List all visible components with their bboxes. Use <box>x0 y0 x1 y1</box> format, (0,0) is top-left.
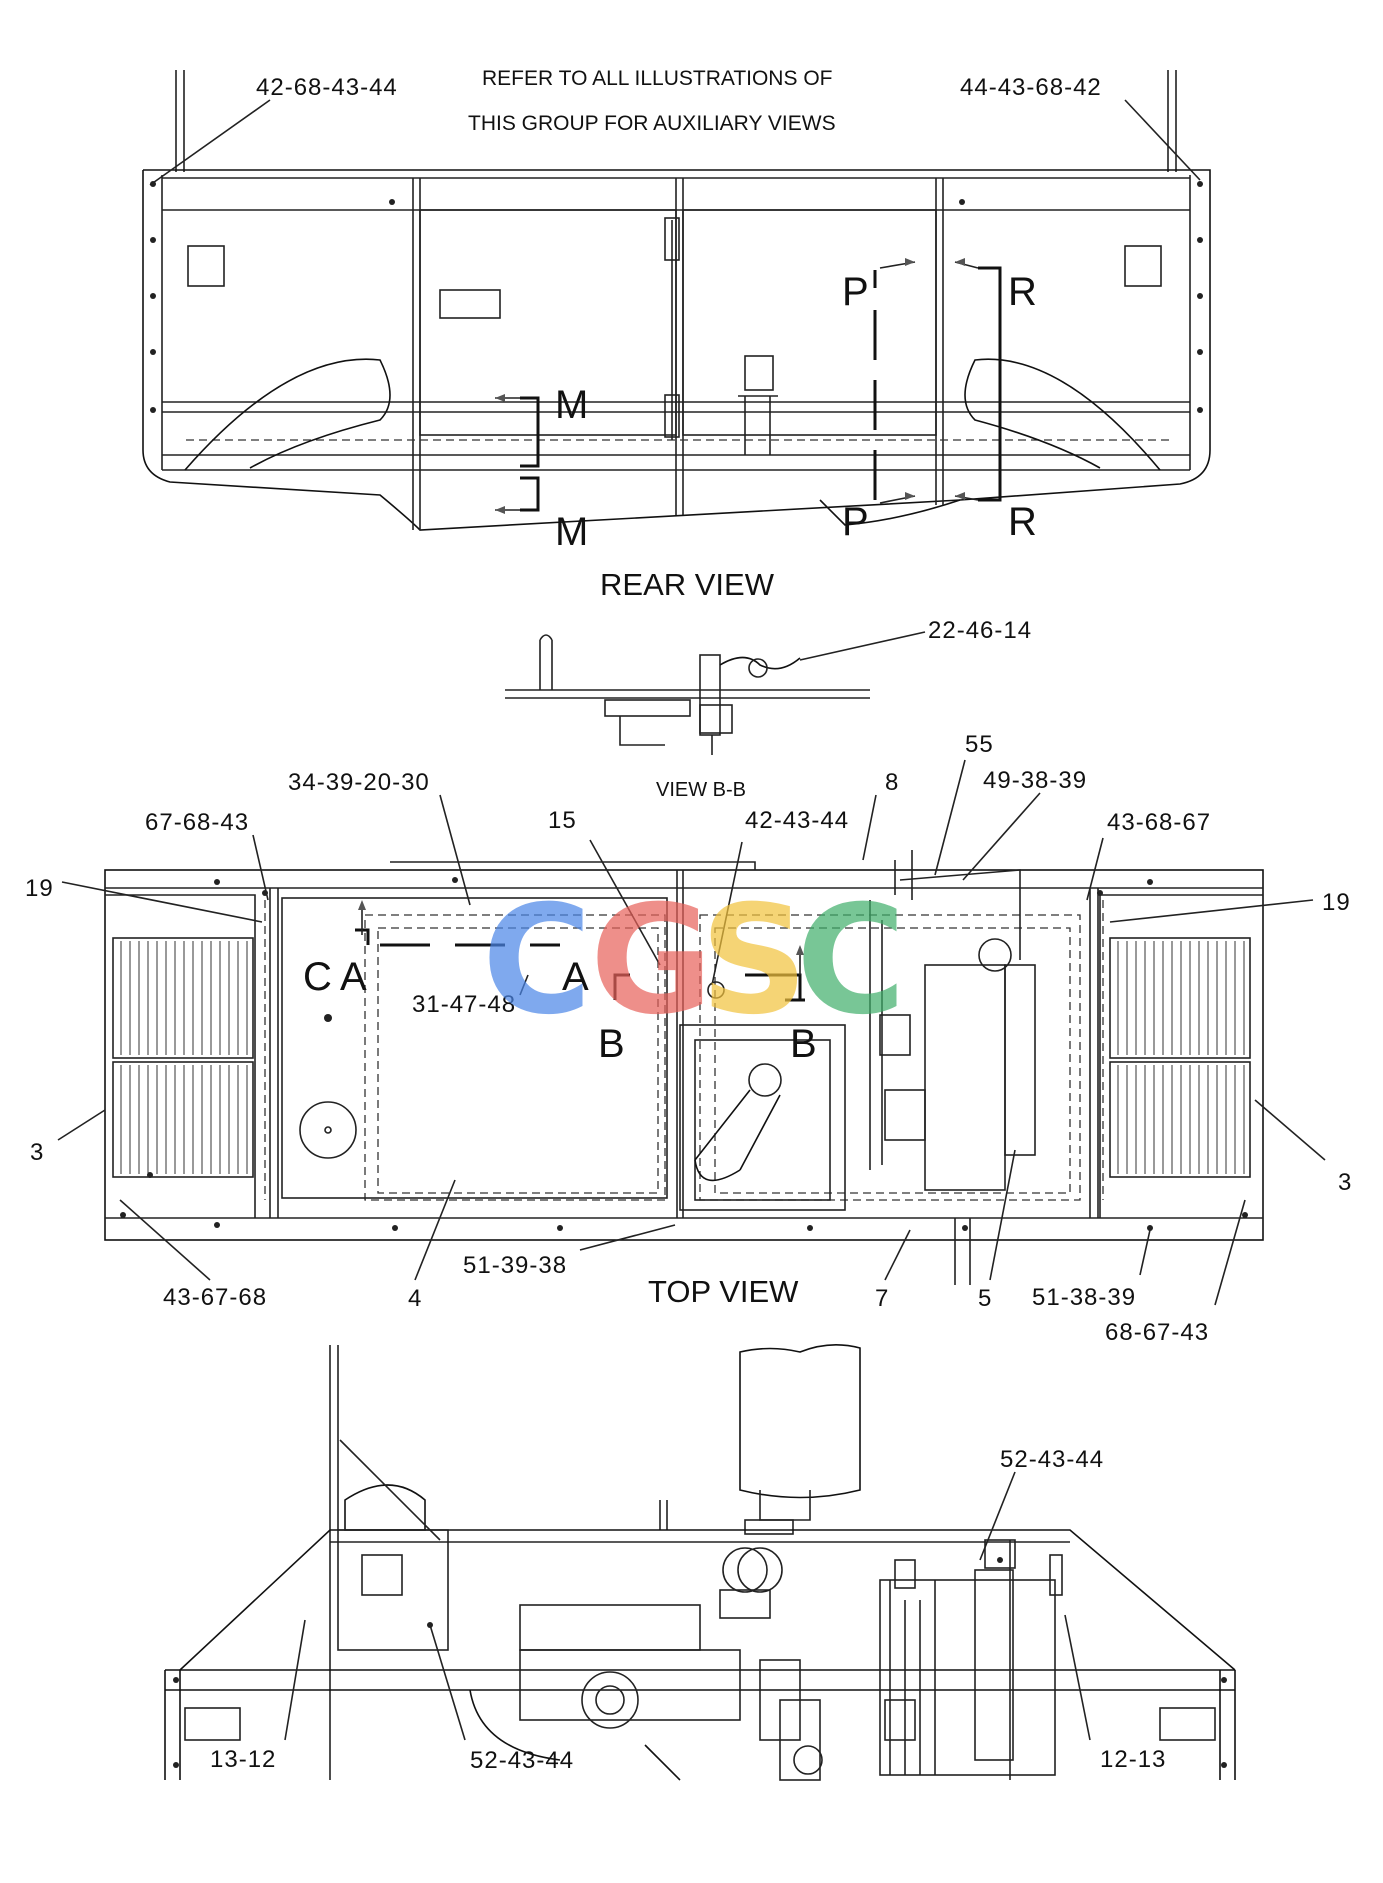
callout-43-67-68: 43-67-68 <box>163 1284 267 1311</box>
leader-rear-left <box>149 99 271 186</box>
callout-52-43-44-bottom: 52-43-44 <box>470 1747 574 1774</box>
callout-55: 55 <box>965 731 994 758</box>
callout-51-39-38: 51-39-38 <box>463 1252 567 1279</box>
callout-13-12: 13-12 <box>210 1746 276 1773</box>
callout-rear-left: 42-68-43-44 <box>256 74 398 101</box>
callout-31-47-48: 31-47-48 <box>412 991 516 1018</box>
leader-rear-right <box>1124 99 1201 181</box>
section-mark-p-bottom: P <box>842 500 869 544</box>
view-bb-label: VIEW B-B <box>656 779 746 801</box>
callout-22-46-14: 22-46-14 <box>928 617 1032 644</box>
note-line-1: REFER TO ALL ILLUSTRATIONS OF <box>482 67 832 90</box>
cgsc-watermark-logo: C G S C <box>482 874 906 1048</box>
callout-42-43-44: 42-43-44 <box>745 807 849 834</box>
section-mark-b-right: B <box>790 1022 817 1066</box>
section-mark-a-right: A <box>562 955 589 999</box>
note-line-2: THIS GROUP FOR AUXILIARY VIEWS <box>468 112 836 135</box>
callout-68-67-43: 68-67-43 <box>1105 1319 1209 1346</box>
callout-51-38-39: 51-38-39 <box>1032 1284 1136 1311</box>
callout-19-right: 19 <box>1322 889 1351 916</box>
callout-19-left: 19 <box>25 875 54 902</box>
side-view-leaders <box>284 1471 1091 1741</box>
leader-22-46-14 <box>799 631 926 661</box>
section-mark-m-top: M <box>555 383 588 427</box>
watermark-letter-s: S <box>700 874 808 1048</box>
section-mark-c-left: C <box>303 955 332 999</box>
watermark-letter-g: G <box>590 874 713 1048</box>
callout-7: 7 <box>875 1285 889 1312</box>
callout-8: 8 <box>885 769 899 796</box>
callout-67-68-43: 67-68-43 <box>145 809 249 836</box>
section-mark-m-bottom: M <box>555 510 588 554</box>
callout-4: 4 <box>408 1285 422 1312</box>
section-mark-b-left: B <box>598 1022 625 1066</box>
rear-view-drawing <box>142 70 1211 531</box>
callout-rear-right: 44-43-68-42 <box>960 74 1102 101</box>
watermark-letter-c1: C <box>482 874 592 1048</box>
rear-view-title: REAR VIEW <box>600 567 775 602</box>
callout-3-right: 3 <box>1338 1169 1352 1196</box>
section-mark-r-top: R <box>1008 270 1037 314</box>
callout-52-43-44-top: 52-43-44 <box>1000 1446 1104 1473</box>
callout-15: 15 <box>548 807 577 834</box>
callout-34-39-20-30: 34-39-20-30 <box>288 769 430 796</box>
watermark-letter-c2: C <box>796 874 906 1048</box>
section-mark-a-left: A <box>340 955 367 999</box>
side-view-drawing <box>164 1344 1236 1781</box>
top-view-drawing <box>104 850 1264 1285</box>
top-view-title: TOP VIEW <box>648 1274 799 1309</box>
top-view-leaders <box>57 759 1326 1306</box>
callout-12-13: 12-13 <box>1100 1746 1166 1773</box>
section-mark-r-bottom: R <box>1008 500 1037 544</box>
callout-43-68-67: 43-68-67 <box>1107 809 1211 836</box>
callout-3-left: 3 <box>30 1139 44 1166</box>
callout-5: 5 <box>978 1285 992 1312</box>
callout-49-38-39: 49-38-39 <box>983 767 1087 794</box>
section-mark-p-top: P <box>842 270 869 314</box>
view-bb-drawing <box>505 634 870 755</box>
